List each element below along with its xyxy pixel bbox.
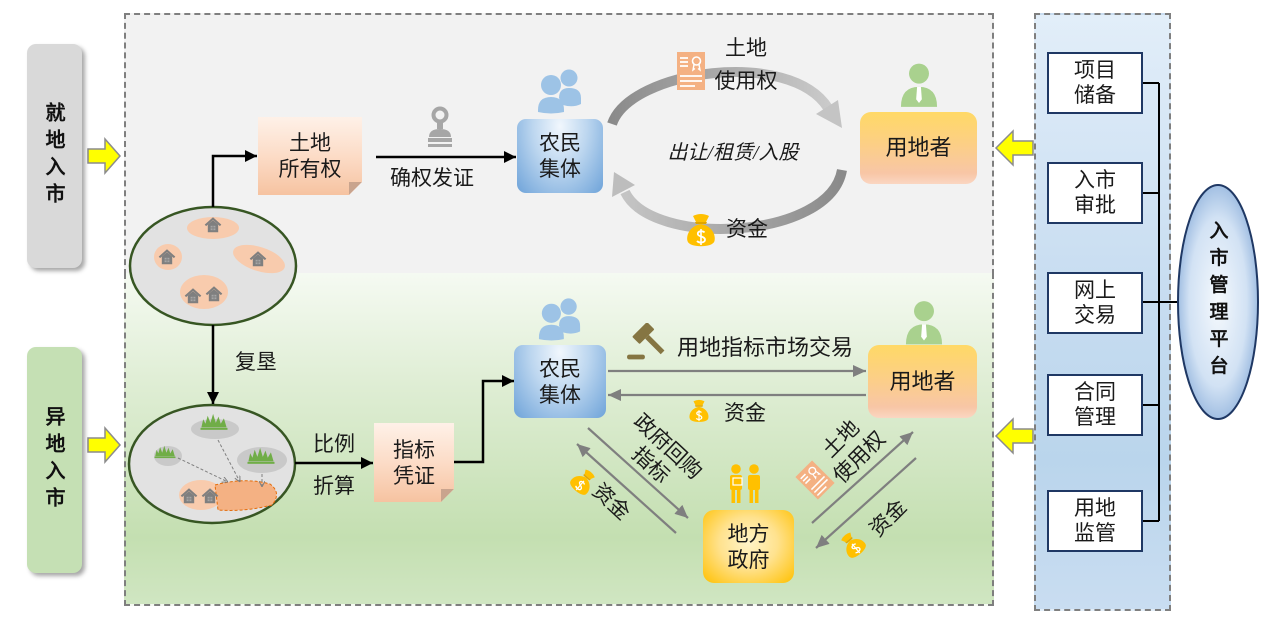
- quota-certificate-box: 指标 凭证: [374, 423, 454, 502]
- confirm-rights-label: 确权发证: [390, 166, 474, 190]
- land-use-right-arc: [607, 67, 842, 128]
- land-user-local-text: 用地者: [885, 135, 952, 160]
- reclamation-label: 复垦: [235, 350, 277, 374]
- local-government-box: 地方 政府: [703, 510, 794, 583]
- collective-box-remote: 农民 集体: [514, 345, 606, 418]
- people-icon: [538, 69, 581, 114]
- land-user-remote-text: 用地者: [889, 368, 956, 394]
- gov-funds-arrow: [576, 443, 677, 534]
- module-line2: 监管: [1074, 521, 1116, 545]
- module-line2: 储备: [1074, 83, 1116, 107]
- local-government-line1: 地方: [727, 521, 770, 546]
- entry-arrow-remote: [87, 426, 122, 464]
- module-entry-approval: 入市 审批: [1047, 162, 1143, 224]
- platform-title: 入市管理平台: [1205, 221, 1232, 388]
- module-line2: 审批: [1074, 193, 1116, 217]
- collective-remote-line2: 集体: [539, 382, 581, 407]
- ratio-label-line1: 比例: [313, 432, 355, 456]
- gov-land-use-right-arrow: [811, 431, 914, 524]
- land-user-box-local: 用地者: [860, 112, 977, 184]
- person-icon: [900, 63, 938, 107]
- module-line1: 用地: [1074, 496, 1116, 520]
- module-project-reserve: 项目 储备: [1047, 52, 1143, 114]
- money-bag-icon: [688, 399, 710, 423]
- gov-buyback-arrow: [587, 427, 689, 519]
- module-land-supervision: 用地 监管: [1047, 490, 1143, 552]
- funds-label-local: 资金: [726, 217, 768, 241]
- module-line1: 入市: [1074, 168, 1116, 192]
- funds-label-remote: 资金: [724, 401, 766, 425]
- module-line1: 合同: [1074, 380, 1116, 404]
- certificate-icon: [677, 52, 705, 90]
- ownership-connector: [211, 150, 257, 207]
- transfer-modes-label: 出让/租赁/入股: [667, 142, 799, 164]
- local-government-line2: 政府: [727, 547, 770, 572]
- ratio-label-line2: 折算: [313, 474, 355, 498]
- money-bag-icon: [686, 213, 716, 248]
- stamp-icon: [426, 106, 454, 148]
- module-line2: 交易: [1074, 303, 1116, 327]
- collective-local-line2: 集体: [539, 157, 581, 181]
- entry-arrow-local: [87, 137, 122, 175]
- land-user-box-remote: 用地者: [868, 345, 977, 418]
- user-funds-arrow: [815, 457, 917, 549]
- market-trade-label: 用地指标市场交易: [676, 335, 854, 360]
- remote-market-entry-label: 异地入市: [27, 347, 82, 573]
- collective-remote-line1: 农民: [539, 356, 581, 381]
- village-land-ellipse: [128, 205, 298, 327]
- module-online-trading: 网上 交易: [1047, 272, 1143, 334]
- collective-box-local: 农民 集体: [517, 119, 603, 193]
- officials-icon: [729, 464, 761, 504]
- remote-market-entry-text: 异地入市: [42, 406, 66, 514]
- person-icon: [905, 301, 943, 345]
- land-use-right-label-line2: 使用权: [714, 69, 778, 93]
- land-ownership-line2: 所有权: [278, 157, 342, 181]
- module-line2: 管理: [1074, 405, 1116, 429]
- module-line1: 网上: [1074, 278, 1116, 302]
- quota-certificate-line2: 凭证: [393, 463, 435, 488]
- reclaimed-land-ellipse: [127, 403, 297, 525]
- platform-title-text: 入市管理平台: [1206, 220, 1229, 383]
- land-use-right-label-line1: 土地: [725, 36, 767, 60]
- gavel-icon: [627, 323, 668, 360]
- collective-local-line1: 农民: [539, 131, 581, 155]
- platform-arrow-local: [994, 129, 1034, 167]
- land-ownership-box: 土地 所有权: [258, 117, 362, 195]
- local-market-entry-text: 就地入市: [42, 102, 66, 210]
- land-ownership-line1: 土地: [289, 131, 331, 155]
- funds-arc: [612, 168, 847, 234]
- platform-ellipse: [1177, 184, 1259, 420]
- platform-connector-tree: [1142, 82, 1178, 522]
- quota-certificate-line1: 指标: [393, 437, 435, 462]
- local-market-entry-label: 就地入市: [27, 44, 82, 268]
- module-line1: 项目: [1074, 58, 1116, 82]
- module-contract-management: 合同 管理: [1047, 374, 1143, 436]
- quota-to-collective-connector: [454, 375, 514, 464]
- money-bag-icon: [836, 527, 869, 562]
- platform-arrow-remote: [994, 417, 1034, 455]
- people-icon: [538, 298, 581, 341]
